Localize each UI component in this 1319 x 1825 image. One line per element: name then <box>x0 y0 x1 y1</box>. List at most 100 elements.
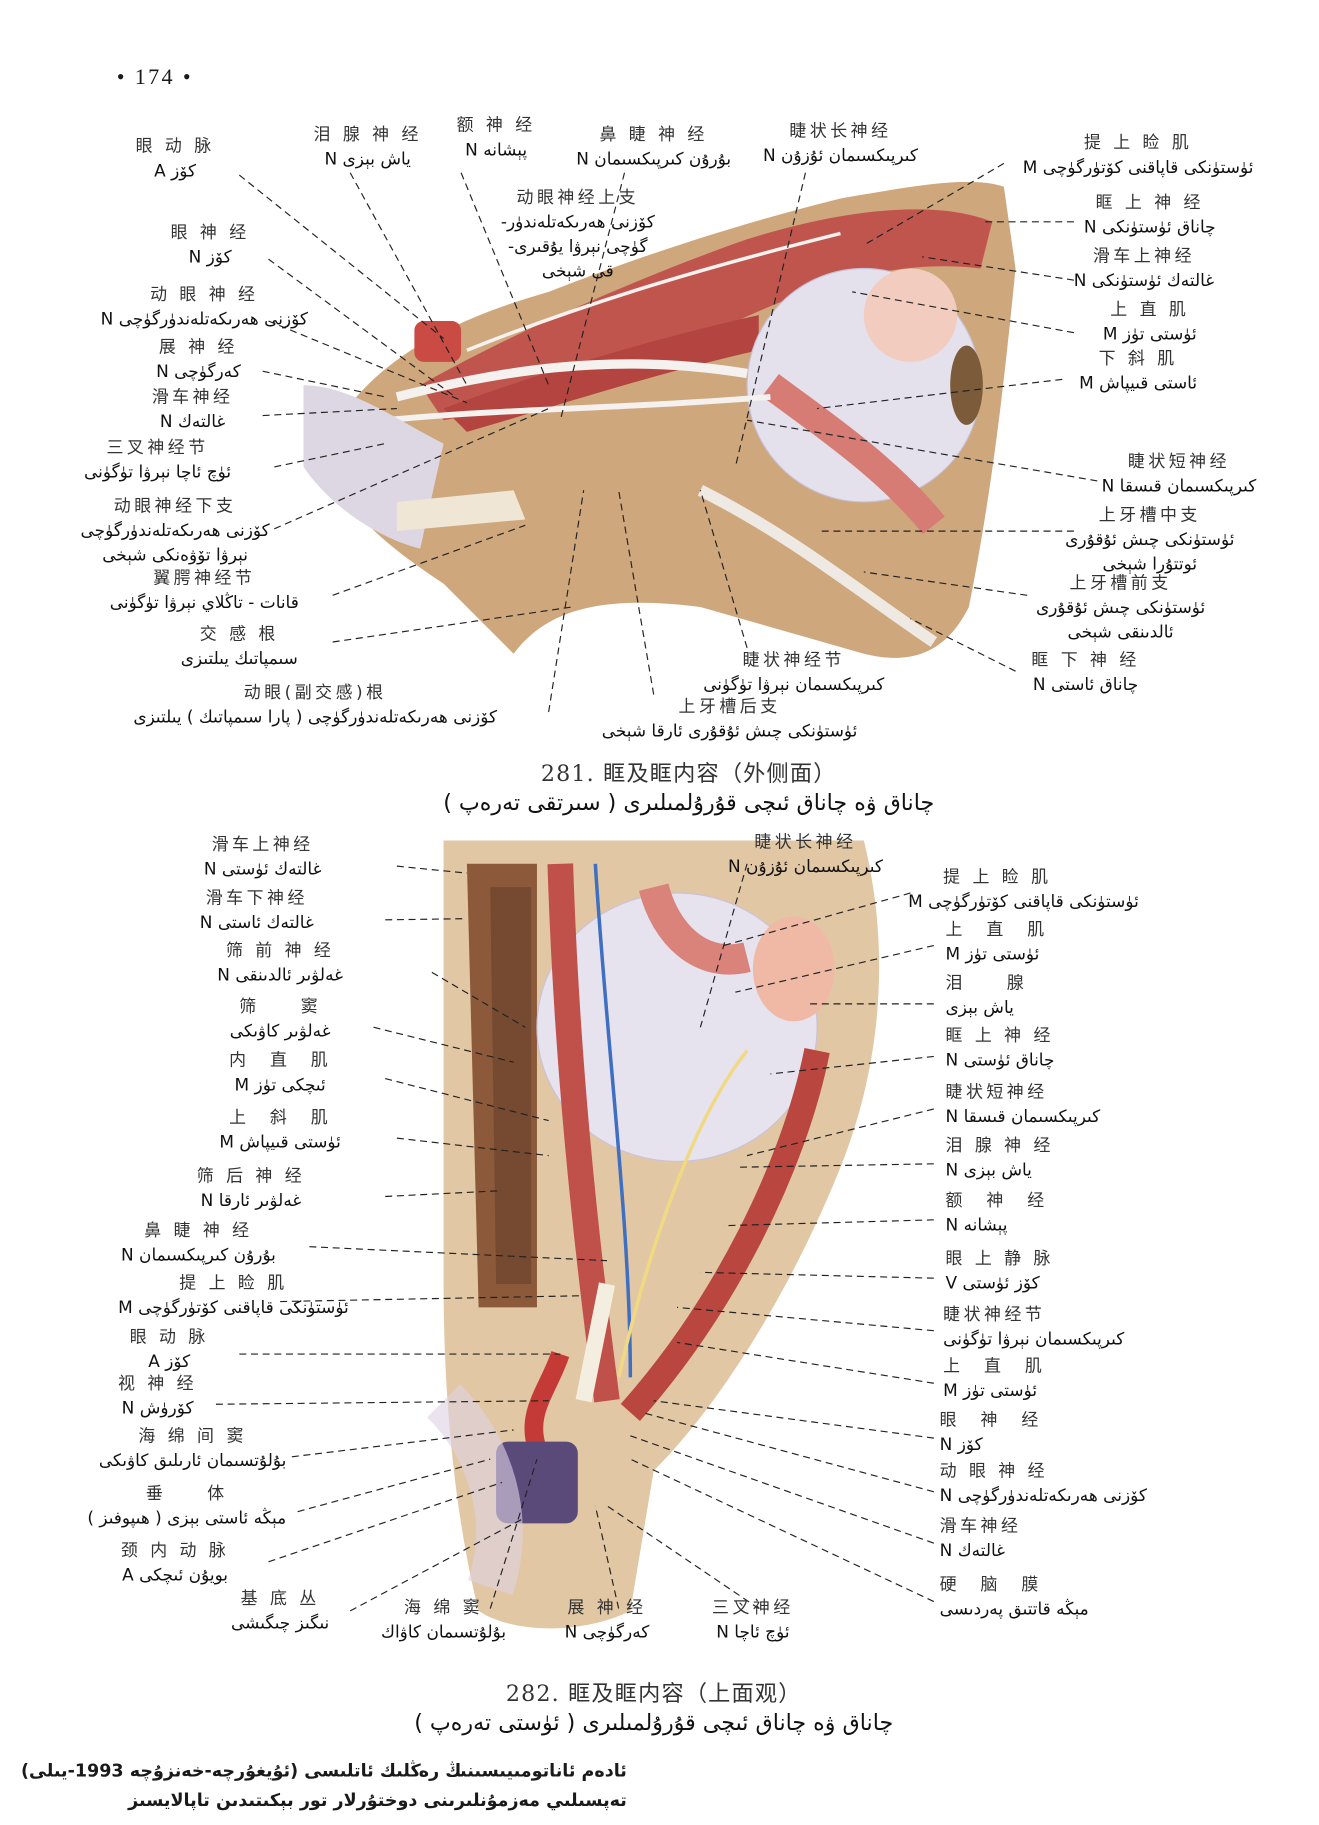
label-ug: نېرۋا تۆۋەنكى شېخى <box>102 546 248 565</box>
label-zh: 动 眼 神 经 <box>939 1462 1049 1482</box>
superior-orbit-drawing <box>426 840 880 1629</box>
label-ug: غەلۋىر ئارقا N <box>200 1191 302 1211</box>
label-zh: 动眼神经上支 <box>516 189 640 208</box>
label-ug: بۇرۇن كىرپىكسىمان N <box>576 150 732 170</box>
label-zh: 睫状神经节 <box>742 651 845 671</box>
label-zh: 上 直 肌 <box>943 1357 1046 1377</box>
label-ug: چاناق ئاستى N <box>1032 675 1139 695</box>
label-ug-text: ياش بېزى <box>945 999 1014 1018</box>
label-zh: 翼腭神经节 <box>153 569 256 589</box>
figure-282-caption: 282. 眶及眶内容（上面观）چاناق ۋە چاناق ئىچى قۇرۇل… <box>414 1676 893 1738</box>
page-number: • 174 • <box>116 65 193 90</box>
label-ug: بۇرۇن كىرپىكسىمان N <box>120 1246 276 1266</box>
label-ug: كۆز A <box>154 162 197 181</box>
label-zh: 动眼神经下支 <box>113 497 237 516</box>
label-zh: 上 直 肌 <box>945 920 1048 940</box>
label-zh: 海 绵 间 窦 <box>138 1427 247 1447</box>
label-zh: 鼻 睫 神 经 <box>599 126 708 145</box>
label-ug: ياش بېزى N <box>324 150 411 170</box>
label-ug: كۆرۈش N <box>121 1399 194 1419</box>
label-ug: غەلۋىر كاۋىكى <box>229 1022 331 1042</box>
label-zh: 眶 下 神 经 <box>1031 651 1140 671</box>
label-ophthalmic-nerve: 眼 神 经 كۆز N <box>940 1409 1042 1458</box>
label-zh: 眶 上 神 经 <box>945 1027 1054 1046</box>
label-ug: مېڭە ئاستى بېزى ( ھىپوفىز ) <box>87 1509 287 1528</box>
label-zh: 展 神 经 <box>158 338 238 358</box>
label-ug: كۆز N <box>940 1433 1042 1458</box>
label-ug: كۆزنى ھەرىكەتلەندۈر- <box>500 213 655 233</box>
label-ug-text: كۆز ئۈستى V <box>945 1274 1040 1294</box>
label-zh: 筛 窦 <box>239 998 322 1017</box>
label-infratrochlear-nerve: 滑车下神经 غالتەك ئاستى N <box>200 887 314 936</box>
figure-281-caption: 281. 眶及眶内容（外侧面）چاناق ۋە چاناق ئىچى قۇرۇل… <box>443 756 934 818</box>
label-ug: ياش بېزى <box>946 997 1028 1022</box>
label-zh: 眼 神 经 <box>939 1411 1042 1430</box>
label-posterior-ethmoidal-nerve: 筛 后 神 经 غەلۋىر ئارقا N <box>197 1165 305 1214</box>
label-zh: 提 上 睑 肌 <box>943 868 1052 888</box>
label-anterior-ethmoidal-nerve: 筛 前 神 经 غەلۋىر ئالدىنقى N <box>217 940 343 989</box>
label-ug: ئۈستۈنكى قاپاقنى كۆتۈرگۈچى M <box>118 1299 349 1318</box>
label-ug: قانات - تاڭلاي نېرۋا تۈگۈنى <box>109 594 299 613</box>
label-zh: 上牙槽中支 <box>1098 506 1201 526</box>
label-zh: 动 眼 神 经 <box>150 285 259 305</box>
label-zh: 滑车下神经 <box>205 889 308 909</box>
label-ug: ئىچكى تۈز M <box>234 1076 326 1095</box>
label-zh: 筛 后 神 经 <box>196 1167 306 1186</box>
label-zh: 三叉神经节 <box>106 438 209 458</box>
caption-ug: چاناق ۋە چاناق ئىچى قۇرۇلمىلىرى ( سىرتقى… <box>443 790 935 816</box>
label-ug: كىرپىكسىمان نېرۋا تۈگۈنى <box>703 675 885 695</box>
label-ug: چاناق ئۈستى N <box>946 1049 1055 1074</box>
label-ug: ئۈستۈنكى چىش ئۇقۇرى <box>1035 598 1206 618</box>
label-zh: 上牙槽后支 <box>678 698 781 717</box>
label-pterygopalatine-ganglion: 翼腭神经节 قانات - تاڭلاي نېرۋا تۈگۈنى <box>110 567 299 616</box>
label-ug: بۇلۇتسىمان ئارىلىق كاۋىكى <box>98 1452 287 1471</box>
label-zh: 上 斜 肌 <box>229 1108 332 1128</box>
label-ug: كىرپىكسىمان نېرۋا تۈگۈنى <box>943 1328 1124 1353</box>
label-zh: 颈 内 动 脉 <box>120 1542 230 1561</box>
label-ug: ئۈستى تۈز M <box>1102 325 1197 345</box>
figure-282-leader-lines <box>215 863 935 1612</box>
label-internal-carotid-artery: 颈 内 动 脉 بويۇن ئىچكى A <box>121 1540 229 1589</box>
label-ug: ئۈستۈنكى قاپاقنى كۆتۈرگۈچى M <box>1022 158 1254 178</box>
label-ug-text: پېشانە N <box>945 1216 1008 1236</box>
label-zh: 眼 神 经 <box>170 224 250 243</box>
label-ug: بويۇن ئىچكى A <box>122 1566 229 1586</box>
label-ug: كىرپىكسىمان ئۇزۇن N <box>762 147 918 166</box>
label-zh: 筛 前 神 经 <box>225 942 335 961</box>
footer-line-1: ئادەم ئاناتومىيىسىنىڭ رەڭلىك ئاتلىسى (ئۇ… <box>21 1760 627 1782</box>
label-zh: 交 感 根 <box>199 625 279 645</box>
label-ug: غالتەك N <box>159 413 226 432</box>
label-ug: ئاستى قىيپاش M <box>1079 374 1198 394</box>
label-ug: ئۈچ ئاچا نېرۋا تۈگۈنى <box>84 463 232 483</box>
label-trigeminal-ganglion: 三叉神经节 ئۈچ ئاچا نېرۋا تۈگۈنى <box>84 437 231 486</box>
figure-281-leader-lines <box>238 162 1098 713</box>
label-ug-text: كۆز N <box>939 1435 983 1455</box>
label-zh: 泪 腺 <box>945 974 1028 994</box>
label-ug: كەرگۈچى N <box>564 1623 650 1643</box>
label-ug: چاناق ئۈستۈنكى N <box>1083 218 1216 237</box>
label-ug: غەلۋىر ئالدىنقى N <box>217 966 344 986</box>
label-ug: غالتەك ئاستى N <box>199 913 314 933</box>
